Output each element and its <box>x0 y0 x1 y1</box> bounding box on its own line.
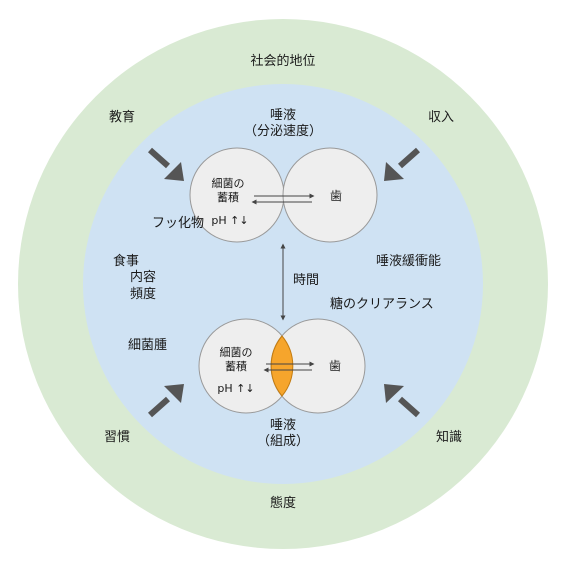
label-fluoride: フッ化物 <box>152 216 205 231</box>
label-bottom-tooth: 歯 <box>328 359 342 373</box>
arrow-habit <box>148 384 184 418</box>
label-buffering: 唾液緩衝能 <box>376 254 442 269</box>
label-saliva-composition: 唾液 （組成） <box>256 418 310 450</box>
label-saliva-secretion: 唾液 （分泌速度） <box>243 108 323 140</box>
label-income: 収入 <box>427 110 455 125</box>
label-knowledge: 知識 <box>435 430 463 445</box>
label-bacteria: 細菌腫 <box>128 338 168 353</box>
label-social-status: 社会的地位 <box>250 54 316 69</box>
label-attitude: 態度 <box>269 496 297 511</box>
arrow-education <box>148 147 184 181</box>
label-diet: 食事 内容 頻度 <box>113 254 157 302</box>
label-sugar-clearance: 糖のクリアランス <box>330 297 434 312</box>
label-bottom-ph: pH ↑↓ <box>217 382 255 395</box>
top-right-circle <box>282 147 378 243</box>
label-top-bacteria: 細菌の 蓄積 <box>211 177 245 204</box>
label-top-ph: pH ↑↓ <box>211 214 249 227</box>
label-education: 教育 <box>108 110 136 125</box>
label-habit: 習慣 <box>103 430 131 445</box>
label-bottom-bacteria: 細菌の 蓄積 <box>219 346 253 373</box>
label-time: 時間 <box>293 273 320 288</box>
overlap-lens <box>270 335 294 397</box>
label-top-tooth: 歯 <box>329 189 343 203</box>
arrow-knowledge <box>384 384 420 418</box>
arrow-income <box>384 147 420 181</box>
